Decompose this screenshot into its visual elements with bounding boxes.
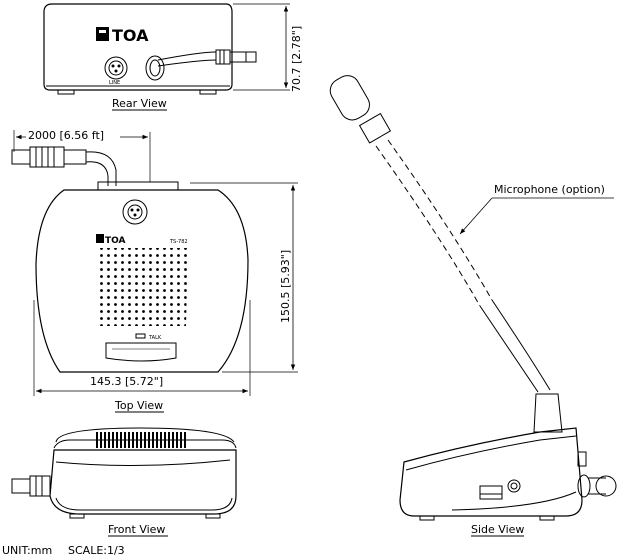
cable-length-dimension: 2000 [6.56 ft] xyxy=(28,129,104,142)
rear-brand-text: TOA xyxy=(112,26,149,45)
top-view-label: Top View xyxy=(114,399,163,412)
talk-indicator xyxy=(135,333,146,339)
rear-view-label: Rear View xyxy=(112,97,167,110)
front-vent-slots xyxy=(96,432,188,448)
top-view-body xyxy=(35,189,249,373)
rear-view: TOA LINE 70.7 [2.78"] Rear View xyxy=(43,3,303,111)
rear-cable-plug xyxy=(215,49,231,65)
front-view-label: Front View xyxy=(108,523,165,536)
side-view-label: Side View xyxy=(471,523,524,536)
top-toa-logo-mark xyxy=(96,234,104,243)
speaker-grill xyxy=(96,248,188,326)
side-view: Microphone (option) Side View xyxy=(329,75,617,537)
side-view-body xyxy=(399,427,583,517)
front-view: Front View xyxy=(11,427,237,537)
top-width-dimension: 145.3 [5.72"] xyxy=(90,375,163,388)
talk-label: TALK xyxy=(148,335,162,341)
talk-button xyxy=(105,342,177,362)
microphone-head xyxy=(329,75,370,121)
front-view-body xyxy=(49,449,237,515)
top-height-dimension: 150.5 [5.93"] xyxy=(279,250,292,323)
toa-logo-mark xyxy=(96,27,109,41)
microphone-callout: Microphone (option) xyxy=(494,183,605,196)
scale-label: SCALE:1/3 xyxy=(68,544,125,557)
gooseneck xyxy=(491,299,551,391)
top-cable-plug xyxy=(11,149,31,165)
top-view: 2000 [6.56 ft] TOA TS-782 TALK xyxy=(11,128,298,413)
model-label: TS-782 xyxy=(169,239,188,245)
rear-height-dimension: 70.7 [2.78"] xyxy=(290,26,303,92)
line-label: LINE xyxy=(109,80,120,86)
xlr-connector-icon xyxy=(104,56,128,80)
top-brand-text: TOA xyxy=(105,236,126,246)
unit-label: UNIT:mm xyxy=(2,544,52,557)
side-connector-icon xyxy=(507,479,521,493)
